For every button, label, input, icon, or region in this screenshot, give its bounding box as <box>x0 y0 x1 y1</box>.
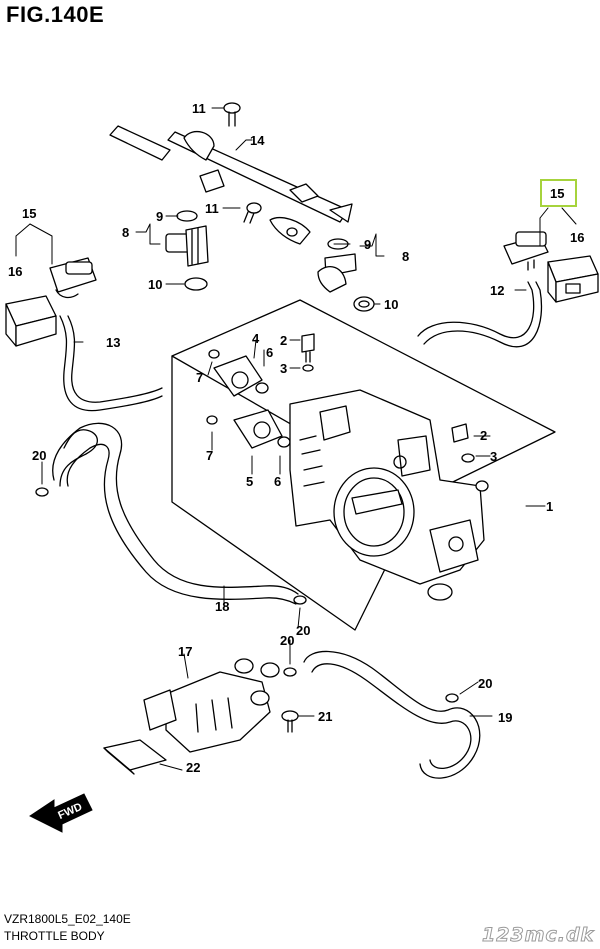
callout-8-right: 8 <box>402 249 409 264</box>
callout-11-top: 11 <box>192 101 206 116</box>
hose-19 <box>303 650 481 779</box>
callout-7-bottom: 7 <box>206 448 213 463</box>
callout-16-right: 16 <box>570 230 584 245</box>
callout-3-top: 3 <box>280 361 287 376</box>
callout-11-mid: 11 <box>205 201 219 216</box>
callout-2-top: 2 <box>280 333 287 348</box>
callout-10-left: 10 <box>148 277 162 292</box>
pad-22 <box>103 739 167 775</box>
idle-valve-17 <box>143 658 280 753</box>
callout-20-b: 20 <box>296 623 310 638</box>
callout-2-right: 2 <box>480 428 487 443</box>
callout-8-left: 8 <box>122 225 129 240</box>
clamp-20-b <box>293 595 307 605</box>
callout-4: 4 <box>252 331 260 346</box>
screw-21 <box>281 710 299 733</box>
screw-11-top <box>223 102 241 127</box>
callout-15-right: 15 <box>550 186 564 201</box>
highlight-box-15 <box>540 179 577 207</box>
callout-20-a: 20 <box>32 448 46 463</box>
screw-11-mid <box>243 202 262 224</box>
fwd-arrow: FWD <box>29 793 93 833</box>
sensor-5 <box>206 409 291 449</box>
callout-20-c: 20 <box>280 633 294 648</box>
screw-2-top <box>301 333 315 372</box>
fuel-rail <box>109 125 353 245</box>
callout-6-bottom: 6 <box>274 474 281 489</box>
clamp-20-d <box>445 693 459 703</box>
callout-16-left: 16 <box>8 264 22 279</box>
callout-3-right: 3 <box>490 449 497 464</box>
callout-9-right: 9 <box>364 237 371 252</box>
injector-8-right <box>317 238 375 312</box>
sensor-15-right <box>503 231 549 271</box>
callout-21: 21 <box>318 709 332 724</box>
callout-10-right: 10 <box>384 297 398 312</box>
callout-14: 14 <box>250 133 265 148</box>
hose-18 <box>52 422 299 595</box>
callout-18: 18 <box>215 599 229 614</box>
callout-1: 1 <box>546 499 553 514</box>
callout-20-d: 20 <box>478 676 492 691</box>
callout-7-top: 7 <box>196 370 203 385</box>
model-code: VZR1800L5_E02_140E <box>4 912 131 926</box>
throttle-body-assembly <box>289 389 489 601</box>
callout-22: 22 <box>186 760 200 775</box>
clamp-20-c <box>283 667 297 677</box>
clamp-20-a <box>35 487 49 497</box>
callouts: 1 2 2 3 3 4 5 6 6 7 7 8 8 9 9 10 10 11 1… <box>8 101 584 775</box>
callout-19: 19 <box>498 710 512 725</box>
watermark: 123mc.dk <box>481 924 595 947</box>
hose-12 <box>417 281 535 339</box>
callout-9-left: 9 <box>156 209 163 224</box>
callout-17: 17 <box>178 644 192 659</box>
callout-13: 13 <box>106 335 120 350</box>
callout-5: 5 <box>246 474 253 489</box>
hose-13 <box>59 315 163 412</box>
screw-2-right <box>451 423 475 463</box>
callout-6-top: 6 <box>266 345 273 360</box>
figure-title: FIG.140E <box>6 2 105 27</box>
callout-12: 12 <box>490 283 504 298</box>
figure-name: THROTTLE BODY <box>4 929 105 943</box>
callout-15-left: 15 <box>22 206 36 221</box>
sensor-15-left <box>49 257 97 299</box>
rubber-block-16-left <box>5 295 57 347</box>
rubber-block-16-right <box>547 255 599 303</box>
injector-8-left <box>165 210 209 291</box>
leader-lines <box>15 107 577 771</box>
sensor-4 <box>208 349 269 397</box>
